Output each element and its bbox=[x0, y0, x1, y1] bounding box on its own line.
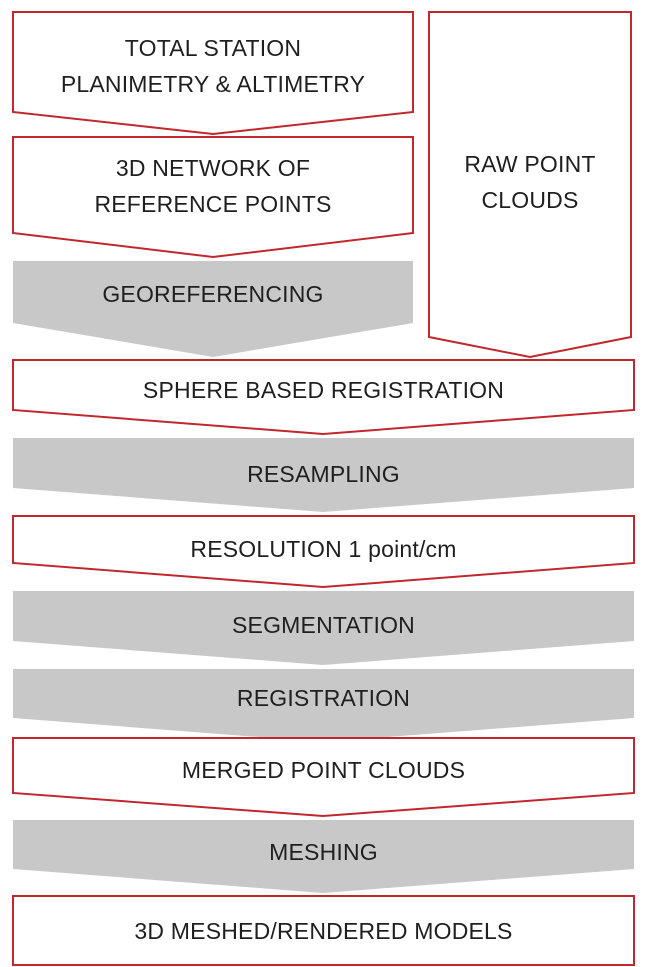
step-total-station-line1: TOTAL STATION bbox=[124, 35, 302, 61]
step-total-station-label: TOTAL STATION PLANIMETRY & ALTIMETRY bbox=[13, 24, 413, 108]
step-georeferencing-label: GEOREFERENCING bbox=[102, 281, 324, 307]
step-network-shape bbox=[12, 136, 414, 259]
step-raw-clouds-shape bbox=[428, 11, 632, 359]
step-resolution-label: RESOLUTION 1 point/cm bbox=[190, 536, 457, 562]
step-network-line1: 3D NETWORK OF bbox=[115, 155, 311, 181]
step-meshing-label: MESHING bbox=[269, 839, 378, 865]
step-resampling-shape bbox=[13, 438, 634, 512]
step-raw-clouds-line1: RAW POINT bbox=[464, 151, 596, 177]
step-sphere-registration-shape bbox=[12, 359, 635, 436]
step-merged-label: MERGED POINT CLOUDS bbox=[181, 757, 466, 783]
step-raw-clouds-line2: CLOUDS bbox=[481, 187, 579, 213]
step-total-station-shape bbox=[12, 11, 414, 136]
step-resolution-shape bbox=[12, 515, 635, 589]
step-segmentation-label: SEGMENTATION bbox=[232, 612, 415, 638]
step-merged-shape bbox=[12, 737, 635, 818]
step-segmentation-shape bbox=[13, 591, 634, 665]
step-network-label: 3D NETWORK OF REFERENCE POINTS bbox=[13, 144, 413, 228]
step-raw-clouds-label: RAW POINT CLOUDS bbox=[429, 140, 631, 224]
step-models-label: 3D MESHED/RENDERED MODELS bbox=[134, 918, 513, 944]
step-network-line2: REFERENCE POINTS bbox=[94, 191, 332, 217]
step-georeferencing-shape bbox=[13, 261, 413, 357]
step-total-station-line2: PLANIMETRY & ALTIMETRY bbox=[60, 71, 366, 97]
step-resampling-label: RESAMPLING bbox=[247, 461, 400, 487]
step-sphere-registration-label: SPHERE BASED REGISTRATION bbox=[142, 377, 505, 403]
step-registration-label: REGISTRATION bbox=[236, 685, 411, 711]
step-meshing-shape bbox=[13, 820, 634, 893]
step-registration-shape bbox=[13, 669, 634, 742]
step-models-shape bbox=[12, 895, 635, 966]
